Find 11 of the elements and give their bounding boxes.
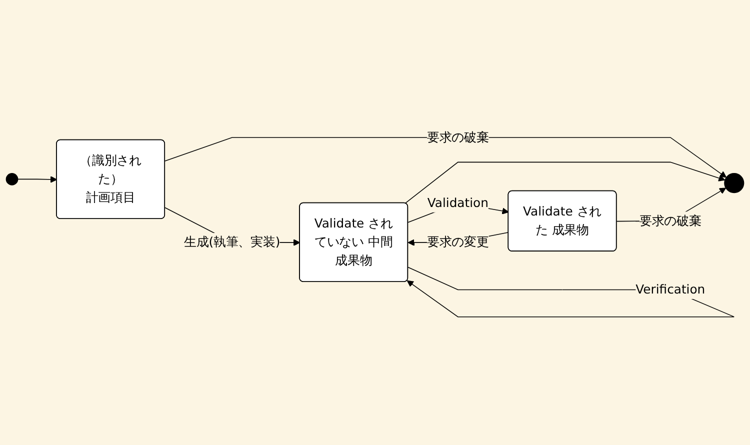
- edge-label: Verification: [636, 282, 706, 297]
- arrow: [404, 162, 726, 204]
- edge-label: 生成(執筆、実装): [184, 234, 280, 250]
- arrow: [17, 176, 58, 183]
- edge-label: 要求の変更: [427, 234, 489, 250]
- node-circle: [6, 172, 18, 186]
- node-circle: [724, 172, 744, 194]
- edge-label: Validation: [427, 195, 488, 210]
- arrow: [164, 137, 727, 178]
- edge-label: 要求の破棄: [640, 213, 702, 228]
- edge-label: 要求の破棄: [427, 130, 489, 144]
